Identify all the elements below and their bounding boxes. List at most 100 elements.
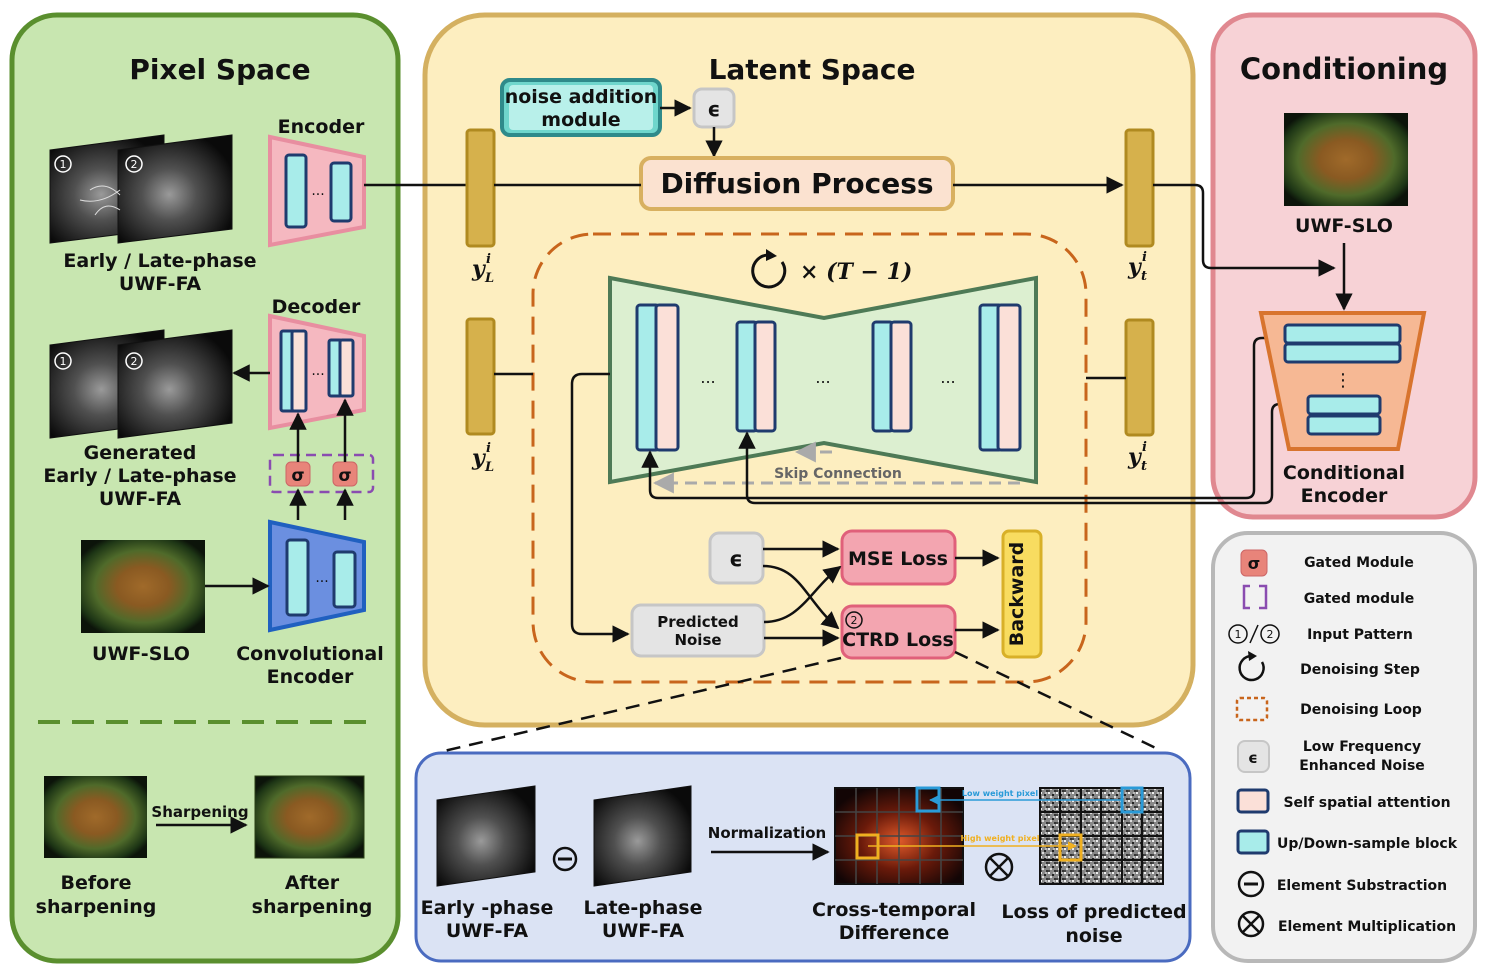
svg-text:L: L — [484, 460, 494, 475]
svg-text:Denoising Step: Denoising Step — [1300, 662, 1420, 678]
svg-text:UWF-SLO: UWF-SLO — [1295, 215, 1393, 237]
unet — [608, 275, 1038, 485]
svg-text:...: ... — [315, 570, 328, 586]
svg-text:y: y — [1127, 254, 1143, 280]
denoising-loop — [531, 232, 1088, 684]
svg-text:UWF-FA: UWF-FA — [446, 920, 528, 942]
svg-text:...: ... — [940, 368, 955, 387]
svg-text:Predicted: Predicted — [657, 613, 738, 631]
input-pattern-icon: 1 2 — [1228, 624, 1280, 644]
generated-caption-2: Early / Late-phase — [43, 465, 236, 487]
svg-text:L: L — [484, 271, 494, 286]
svg-text:i: i — [1142, 250, 1147, 265]
svg-text:Conditional: Conditional — [1283, 462, 1405, 484]
svg-text:i: i — [1142, 440, 1147, 455]
high-weight-label: High weight pixel — [960, 834, 1039, 843]
svg-text:sharpening: sharpening — [36, 896, 157, 918]
predicted-noise-grid — [1039, 786, 1164, 885]
svg-text:t: t — [1141, 459, 1147, 474]
slo-caption: UWF-SLO — [92, 643, 190, 665]
generated-fa-images: 1 2 — [49, 329, 233, 439]
cond-slo-image — [1284, 113, 1408, 206]
svg-text:Noise: Noise — [674, 631, 721, 649]
svg-text:Backward: Backward — [1006, 542, 1028, 647]
svg-text:UWF-FA: UWF-FA — [602, 920, 684, 942]
svg-text:Loss of predicted: Loss of predicted — [1001, 901, 1186, 923]
svg-text:σ: σ — [1248, 554, 1260, 573]
svg-text:MSE Loss: MSE Loss — [848, 548, 948, 570]
loop-count: × (T − 1) — [800, 259, 912, 285]
yt-label-bottom: y i t — [1127, 440, 1147, 474]
gate-sigma-icon — [1240, 549, 1268, 577]
gate-bracket-icon — [1242, 584, 1268, 610]
denoising-step-icon — [1238, 651, 1265, 682]
unet-blocks — [635, 303, 1022, 452]
svg-text:Diffusion Process: Diffusion Process — [660, 167, 933, 200]
svg-text:After: After — [285, 872, 340, 894]
svg-text:noise addition: noise addition — [505, 86, 658, 108]
input-caption-1: Early / Late-phase — [63, 250, 256, 272]
early-phase-image — [436, 785, 536, 887]
pink-block-icon — [1236, 788, 1270, 814]
pattern-2-label: 2 — [131, 158, 138, 171]
legend-times-icon — [1237, 910, 1265, 938]
svg-text:2: 2 — [851, 614, 858, 627]
encoder-label: Encoder — [278, 116, 365, 138]
svg-text:...: ... — [815, 368, 830, 387]
svg-text:Low Frequency: Low Frequency — [1303, 739, 1421, 755]
late-phase-image — [593, 785, 692, 887]
epsilon-noise — [708, 531, 765, 585]
legend-panel — [1211, 531, 1477, 963]
yt-label-top: y i t — [1127, 250, 1147, 284]
latent-bar-yt-top — [1124, 128, 1155, 248]
before-sharpening-image — [44, 776, 147, 858]
svg-text:module: module — [541, 109, 620, 131]
svg-text:Normalization: Normalization — [708, 824, 826, 842]
svg-text:σ: σ — [338, 466, 351, 486]
backward-box — [1001, 529, 1043, 659]
svg-text:Gated Module: Gated Module — [1304, 555, 1414, 571]
conv-encoder-label-2: Encoder — [267, 666, 354, 688]
slo-input-image — [81, 540, 205, 633]
cross-temporal-grid — [834, 786, 964, 885]
input-fa-images: 1 2 — [49, 134, 233, 244]
svg-text:Input Pattern: Input Pattern — [1307, 627, 1413, 643]
svg-text:sharpening: sharpening — [252, 896, 373, 918]
gated-module-bracket — [268, 453, 375, 494]
svg-text:Self spatial attention: Self spatial attention — [1283, 795, 1450, 811]
generated-caption-1: Generated — [84, 442, 197, 464]
decoder-label: Decoder — [272, 296, 361, 318]
svg-text:Denoising Loop: Denoising Loop — [1300, 702, 1422, 718]
svg-text:y: y — [471, 256, 487, 282]
pattern-1-label: 1 — [60, 158, 67, 171]
generated-caption-3: UWF-FA — [99, 488, 181, 510]
latent-bar-yt-bottom — [1124, 318, 1155, 437]
svg-text:Enhanced Noise: Enhanced Noise — [1299, 758, 1425, 774]
svg-text:Element Multiplication: Element Multiplication — [1278, 919, 1456, 935]
yL-label-top: y i L — [471, 252, 494, 286]
svg-text:Encoder: Encoder — [1301, 485, 1388, 507]
svg-text:2: 2 — [131, 355, 138, 368]
svg-text:...: ... — [311, 363, 324, 379]
cyan-block-icon — [1236, 829, 1270, 855]
svg-text:1: 1 — [1235, 628, 1242, 641]
svg-text:y: y — [471, 445, 487, 471]
epsilon-icon — [1237, 740, 1270, 773]
svg-text:Late-phase: Late-phase — [584, 897, 703, 919]
svg-text:noise: noise — [1065, 925, 1122, 947]
conditioning-title: Conditioning — [1240, 52, 1448, 86]
diffusion-process — [639, 156, 955, 211]
dashed-box-icon — [1235, 696, 1269, 722]
times-circle-icon — [984, 852, 1014, 882]
legend-minus-icon — [1237, 870, 1265, 898]
svg-text:Difference: Difference — [839, 922, 950, 944]
svg-text:Cross-temporal: Cross-temporal — [812, 899, 976, 921]
conv-encoder-label-1: Convolutional — [236, 643, 384, 665]
svg-text:Element Substraction: Element Substraction — [1277, 878, 1447, 894]
svg-text:Before: Before — [61, 872, 132, 894]
svg-text:⋮: ⋮ — [1334, 370, 1352, 391]
predicted-noise — [630, 603, 766, 658]
legend: σ 1 2 ϵ Gated Module Gated module — [1228, 549, 1458, 938]
svg-text:t: t — [1141, 269, 1147, 284]
